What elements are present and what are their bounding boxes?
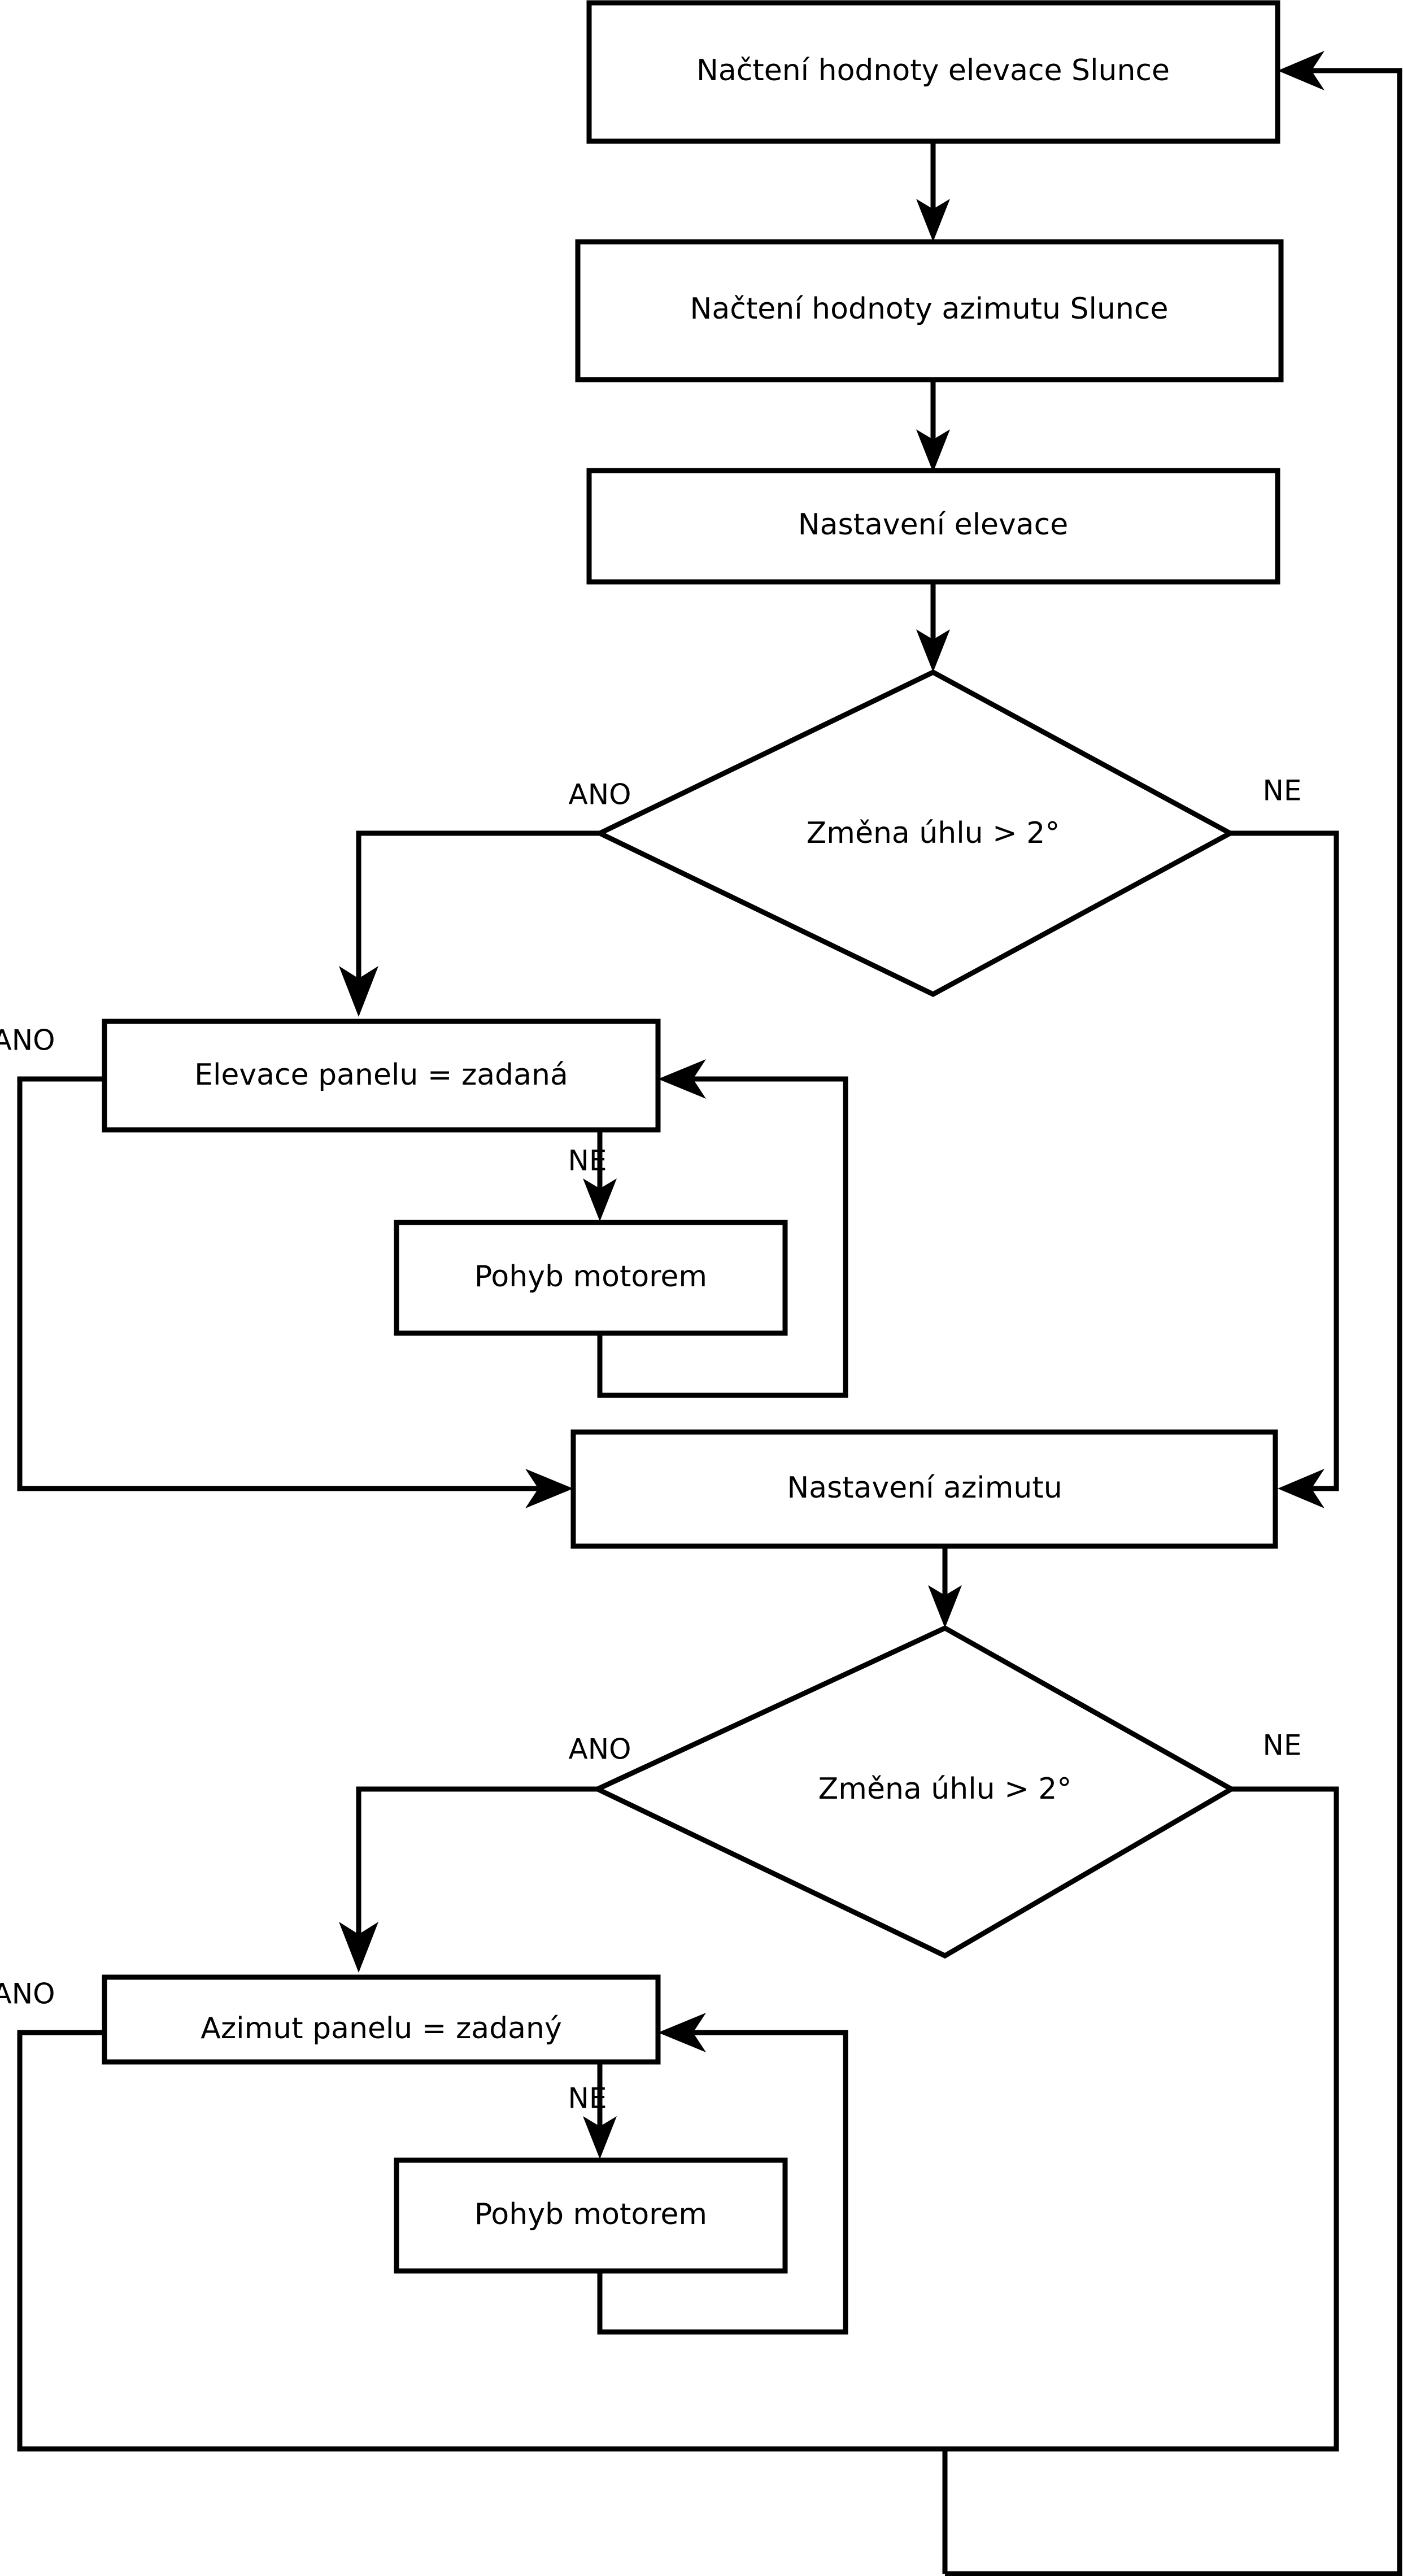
- edge-panel-azimuth-no: [583, 2062, 617, 2159]
- node-motor-move-azimuth-label: Pohyb motorem: [474, 2198, 707, 2231]
- edge-label-elev-decision-yes: ANO: [569, 778, 631, 811]
- node-set-azimuth[interactable]: Nastavení azimutu: [570, 1429, 1278, 1549]
- node-motor-move-elevation-label: Pohyb motorem: [474, 1260, 707, 1294]
- edge-read-azimuth-to-set-elevation: [916, 380, 950, 472]
- node-decision-elevation[interactable]: Změna úhlu > 2°: [594, 669, 1236, 998]
- edge-panel-elevation-yes: [17, 1076, 573, 1508]
- node-decision-azimuth-label: Změna úhlu > 2°: [818, 1772, 1072, 1806]
- node-set-elevation[interactable]: Nastavení elevace: [586, 468, 1280, 585]
- node-read-azimuth[interactable]: Načtení hodnoty azimutu Slunce: [575, 239, 1284, 382]
- edge-set-azimuth-to-decision-azimuth: [928, 1546, 962, 1628]
- node-read-azimuth-label: Načtení hodnoty azimutu Slunce: [690, 292, 1169, 326]
- node-decision-elevation-label: Změna úhlu > 2°: [807, 816, 1060, 850]
- node-set-azimuth-label: Nastavení azimutu: [787, 1471, 1062, 1505]
- node-panel-azimuth-check[interactable]: Azimut panelu = zadaný: [102, 1974, 661, 2065]
- edge-label-azim-panel-yes: ANO: [0, 1978, 55, 2011]
- edge-decision-azimuth-yes: [339, 1786, 598, 1973]
- node-panel-azimuth-check-label: Azimut panelu = zadaný: [201, 2012, 561, 2046]
- edge-label-azim-panel-no: NE: [568, 2082, 607, 2115]
- edge-decision-azimuth-no: [942, 1786, 1339, 2574]
- node-read-elevation-label: Načtení hodnoty elevace Slunce: [696, 54, 1170, 88]
- edge-set-elevation-to-decision-elevation: [916, 582, 950, 672]
- node-motor-move-elevation[interactable]: Pohyb motorem: [394, 1220, 788, 1336]
- edge-panel-elevation-no: [583, 1130, 617, 1221]
- edge-label-elev-panel-no: NE: [568, 1145, 607, 1177]
- node-motor-move-azimuth[interactable]: Pohyb motorem: [394, 2157, 788, 2274]
- edge-read-elevation-to-read-azimuth: [916, 141, 950, 242]
- node-set-elevation-label: Nastavení elevace: [798, 508, 1068, 542]
- edge-motor-azimuth-loop-back: [597, 2013, 848, 2335]
- node-read-elevation[interactable]: Načtení hodnoty elevace Slunce: [586, 0, 1280, 144]
- edge-motor-elevation-loop-back: [597, 1059, 848, 1398]
- edge-label-azim-decision-no: NE: [1263, 1729, 1302, 1762]
- edge-label-elev-decision-no: NE: [1263, 774, 1302, 807]
- edge-label-elev-panel-yes: ANO: [0, 1024, 55, 1057]
- edge-outer-loop-return-to-start: [945, 51, 1402, 2576]
- node-panel-elevation-check[interactable]: Elevace panelu = zadaná: [102, 1019, 661, 1133]
- edge-decision-elevation-yes: [339, 830, 600, 1017]
- node-decision-azimuth[interactable]: Změna úhlu > 2°: [591, 1625, 1237, 1959]
- node-panel-elevation-check-label: Elevace panelu = zadaná: [194, 1058, 568, 1092]
- edge-panel-azimuth-yes: [17, 2030, 945, 2452]
- edge-decision-elevation-no: [1230, 830, 1339, 1508]
- edge-label-azim-decision-yes: ANO: [569, 1733, 631, 1766]
